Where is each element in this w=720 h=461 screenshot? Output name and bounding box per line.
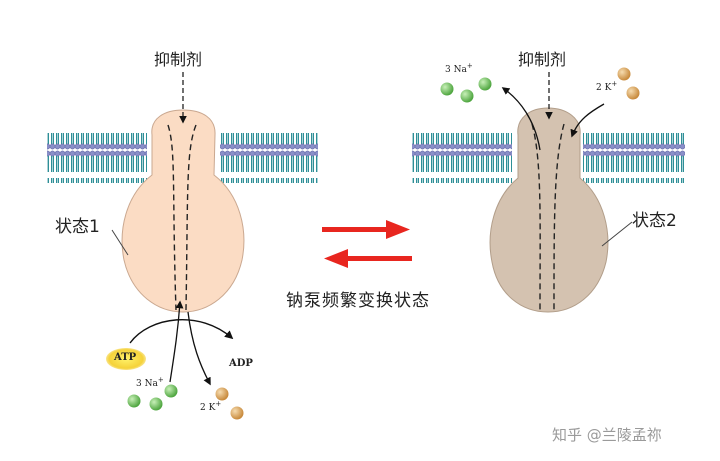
forward-arrow	[322, 220, 410, 239]
na-label-state2: 3 Na+	[445, 62, 473, 75]
atp-glow	[106, 348, 146, 370]
center-caption: 钠泵频繁变换状态	[286, 291, 430, 311]
atp-adp-arrow	[129, 319, 234, 344]
na-out-arrow	[501, 87, 541, 151]
state1-pointer	[111, 229, 129, 256]
adp-label: ADP	[229, 358, 253, 369]
channel-lines-state1	[167, 124, 197, 311]
k-in-arrow	[570, 103, 605, 138]
k-out-arrow	[187, 311, 211, 386]
inhibitor-label-left: 抑制剂	[154, 50, 203, 69]
k-label-state2: 2 K+	[596, 80, 618, 93]
reverse-arrow	[324, 249, 412, 268]
k-label-state1: 2 K+	[200, 400, 222, 413]
atp-label: ATP	[114, 352, 137, 363]
na-label-state1: 3 Na+	[136, 376, 164, 389]
inhibitor-label-right: 抑制剂	[518, 50, 567, 69]
k-ions-state1	[215, 387, 244, 420]
na-ions-state2	[440, 77, 492, 103]
membrane-right	[412, 133, 685, 183]
state1-label: 状态1	[55, 217, 100, 237]
k-ions-state2	[617, 67, 640, 100]
na-ions-state1	[127, 384, 178, 411]
watermark: 知乎 @兰陵孟祢	[552, 426, 662, 444]
na-in-arrow	[169, 300, 184, 383]
pump-protein-state2	[489, 107, 609, 313]
channel-lines-state2	[531, 123, 565, 311]
pump-protein-state1	[121, 109, 245, 313]
membrane-left	[47, 133, 318, 183]
state2-label: 状态2	[632, 211, 677, 231]
state2-pointer	[601, 221, 633, 247]
